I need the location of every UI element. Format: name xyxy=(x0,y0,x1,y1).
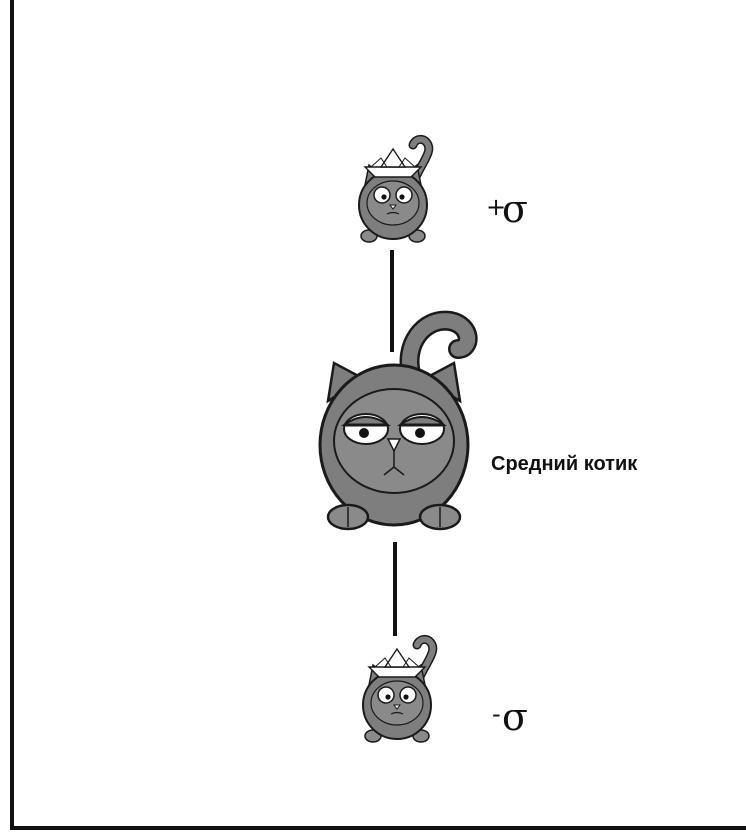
mean-cat-icon xyxy=(318,310,478,531)
mean-cat-label: Средний котик xyxy=(491,453,638,475)
lower-sigma-label: σ xyxy=(502,695,528,739)
upper-sigma-label: σ xyxy=(502,187,528,231)
upper-sigma-cat-icon xyxy=(359,139,429,242)
upper-sigma-sign: + xyxy=(486,193,506,221)
lower-sigma-cat-icon xyxy=(363,639,433,742)
lower-sigma-sign: - xyxy=(492,700,501,728)
